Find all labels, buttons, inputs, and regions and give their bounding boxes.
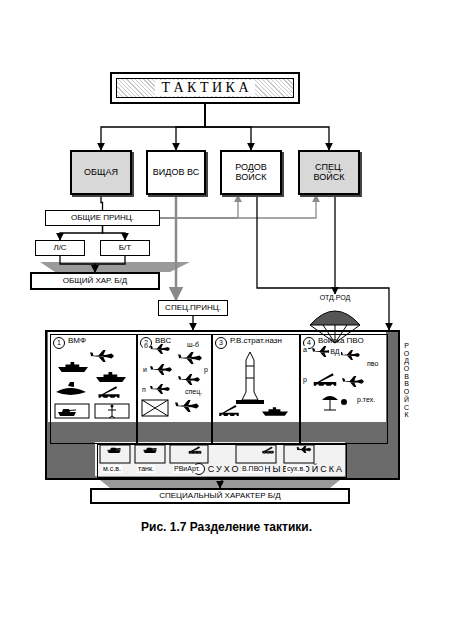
ground-forces-icons <box>100 445 314 463</box>
principle-box: ОБЩИЕ ПРИНЦ. <box>45 210 160 226</box>
symbol-label: м.с.в. <box>102 465 122 473</box>
panel-ground <box>95 442 345 476</box>
symbol-label: б <box>143 342 149 350</box>
sub-box: Б/Т <box>100 240 150 256</box>
connector <box>101 195 103 210</box>
node-text: СУХОПУТНЫЕ ВОЙСКА <box>208 465 344 475</box>
panel-ground <box>45 330 400 478</box>
node-text: Войска ПВО <box>318 337 364 346</box>
node-text: ОБЩИЙ ХАР. Б/Д <box>63 277 128 286</box>
node-text: Р.В.страт.назн <box>230 337 282 346</box>
symbol-label: р <box>203 366 209 374</box>
node-text: ОБЩАЯ <box>84 168 118 178</box>
category-box: ВИДОВ ВС <box>146 150 206 195</box>
symbol-label: В.ПВО <box>241 465 265 473</box>
node-text: ВМФ <box>68 337 86 346</box>
callout-number: 1 <box>53 337 65 349</box>
node-text: ВИДОВ ВС <box>153 168 199 178</box>
node-text: ВВС <box>155 337 171 346</box>
branch-panel: 5СУХОПУТНЫЕ ВОЙСКА <box>97 444 347 478</box>
caption: Рис. 1.7 Разделение тактики. <box>0 520 453 534</box>
principle-box: СПЕЦ.ПРИНЦ. <box>158 300 228 316</box>
connector <box>160 195 316 218</box>
connector <box>101 104 205 150</box>
node-text: Т А К Т И К А <box>155 80 254 95</box>
branches-panel: 1ВМФ2ВВС3Р.В.страт.назн4Войска ПВО5СУХОП… <box>45 330 400 480</box>
node-text: Л/С <box>53 244 66 253</box>
branch-panel: 1ВМФ <box>50 334 137 444</box>
panel-ground <box>135 332 210 422</box>
node-text: ВД <box>329 348 340 356</box>
connector <box>175 195 178 300</box>
connector <box>257 195 389 330</box>
connector <box>205 104 329 150</box>
connector <box>95 256 125 272</box>
panel-ground <box>210 332 298 422</box>
category-box: СПЕЦ. ВОЙСК <box>298 150 360 195</box>
connector <box>60 256 95 272</box>
node-text: СПЕЦИАЛЬНЫЙ ХАРАКТЕР Б/Д <box>159 492 281 501</box>
node-text: ОТД.РОД <box>319 294 352 302</box>
node-text: ОБЩИЕ ПРИНЦ. <box>71 214 134 223</box>
connector <box>334 195 335 294</box>
panel-ground <box>298 332 386 422</box>
node-text: СПЕЦ. ВОЙСК <box>300 163 358 183</box>
panel-ground <box>48 332 135 422</box>
symbol-label: ш-б <box>186 341 200 349</box>
navy-icons <box>55 350 129 418</box>
result-box: ОБЩИЙ ХАР. Б/Д <box>30 272 160 290</box>
sub-box: Л/С <box>35 240 85 256</box>
node-text: РОДОВ ВОЙСК <box>222 163 280 183</box>
symbol-label: спец. <box>184 388 203 396</box>
symbol-label: п <box>141 386 147 394</box>
strategic-missile-icons <box>219 352 288 417</box>
connector <box>160 195 238 218</box>
node-text: СПЕЦ.ПРИНЦ. <box>165 304 221 313</box>
connector <box>103 226 126 240</box>
connector <box>60 226 103 240</box>
category-box: ОБЩАЯ <box>70 150 132 195</box>
result-box: СПЕЦИАЛЬНЫЙ ХАРАКТЕР Б/Д <box>90 488 350 504</box>
symbol-label: и <box>142 366 148 374</box>
node-text: Б/Т <box>119 244 131 253</box>
symbol-label: р.тех. <box>356 396 376 404</box>
side-label: РОДОВ ВОЙСК <box>402 342 411 419</box>
symbol-label: пво <box>366 360 379 368</box>
symbol-label: а <box>302 346 308 354</box>
symbol-label: танк. <box>137 465 155 473</box>
branch-panel: 4Войска ПВО <box>300 334 388 444</box>
connector <box>192 316 193 330</box>
callout-number: 3 <box>215 337 227 349</box>
branch-panel: 3Р.В.страт.назн <box>212 334 300 444</box>
connector <box>176 104 205 150</box>
symbol-label: РВиАрт. <box>173 465 201 473</box>
symbol-label: р <box>302 376 308 384</box>
category-box: РОДОВ ВОЙСК <box>220 150 282 195</box>
symbol-label: сух.в. <box>286 465 306 473</box>
title-box: Т А К Т И К А <box>110 72 300 104</box>
air-force-icons <box>142 344 202 416</box>
